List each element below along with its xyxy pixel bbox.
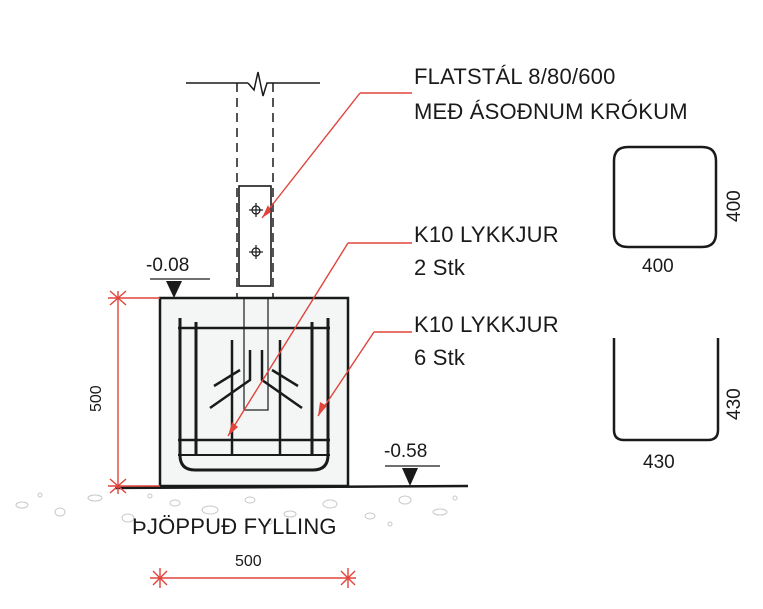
flat-steel-plate [238,185,272,287]
level-bottom-value: -0.58 [384,441,428,462]
column-outline [186,71,320,298]
loop-b-width-value: 430 [643,452,675,473]
level-top-value: -0.08 [146,255,190,276]
loop-shape-u [612,338,720,442]
flatsteel-label-line2: MEÐ ÁSOÐNUM KRÓKUM [414,99,688,124]
loops-b-label: K10 LYKKJUR [414,312,559,337]
leader-arrowheads [228,205,327,436]
anchor-hooks [209,340,303,455]
flatsteel-label: FLATSTÁL 8/80/600 [414,64,616,89]
compacted-fill-label: ÞJÖPPUÐ FYLLING [132,514,337,539]
loops-b-count: 6 Stk [414,345,466,370]
width-dimension [150,568,356,588]
level-marker-top-icon [150,278,210,298]
loop-shape-closed [612,145,718,249]
loop-b-height-value: 430 [724,388,745,420]
bolt-icon [249,245,263,259]
level-marker-bottom-icon [385,465,440,486]
concrete-foundation [158,296,350,488]
loops-a-count: 2 Stk [414,255,466,280]
width-dimension-value: 500 [235,553,262,570]
reinforcement-loops [178,318,330,472]
loop-a-width-value: 400 [642,256,674,277]
loop-a-height-value: 400 [724,190,745,222]
bolt-icon [249,203,263,217]
height-dimension-value: 500 [88,385,105,412]
leader-lines [227,92,412,437]
compacted-fill-texture [15,492,458,527]
loops-a-label: K10 LYKKJUR [414,222,559,247]
flat-steel-plate-embedded [243,297,269,411]
height-dimension [108,290,160,494]
